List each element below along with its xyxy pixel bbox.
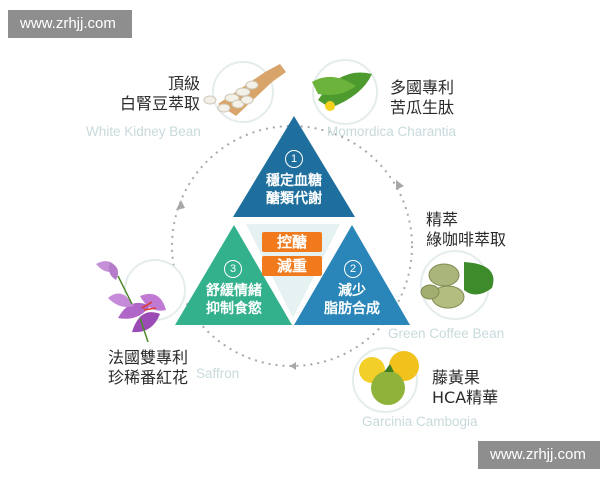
cycle-arrow-left-icon [176,200,185,210]
top-triangle-line1: 穩定血糖 [266,173,322,189]
left-triangle-line2: 抑制食慾 [206,301,262,317]
right-triangle-line2: 脂肪合成 [324,301,380,317]
center-tag-weight-loss: 減重 [262,256,322,276]
dotted-cycle-ring [171,125,413,367]
saffron-image [96,261,166,343]
white-kidney-bean-zh-line1: 頂級 [167,74,200,93]
white-kidney-bean-en-label: White Kidney Bean [86,124,201,139]
watermark-top: www.zrhjj.com [8,10,132,38]
right-step-number-badge: 2 [344,260,362,278]
garcinia-en-label: Garcinia Cambogia [362,414,478,429]
green-coffee-en-label: Green Coffee Bean [388,326,505,341]
momordica-zh-line2: 苦瓜生肽 [390,98,455,117]
top-triangle-line2: 醣類代謝 [266,191,322,207]
saffron-zh-label: 法國雙專利 珍稀番紅花 [100,348,188,388]
right-triangle-line1: 減少 [338,283,366,299]
green-coffee-zh-line1: 精萃 [426,210,459,229]
garcinia-zh-line1: 藤黃果 [432,368,481,387]
white-kidney-bean-zh-line2: 白腎豆萃取 [119,94,200,113]
watermark-bottom: www.zrhjj.com [478,441,600,469]
right-triangle-text: 減少 脂肪合成 [312,282,392,318]
cycle-arrow-right-icon [396,180,404,190]
momordica-zh-label: 多國專利 苦瓜生肽 [390,78,454,118]
cycle-arrow-bottom-icon [290,362,296,370]
garcinia-image [359,351,419,405]
left-triangle-text: 舒緩情緒 抑制食慾 [194,282,274,318]
left-triangle-line1: 舒緩情緒 [206,283,262,299]
momordica-en-label: Momordica Charantia [327,124,457,139]
momordica-image [312,72,372,111]
garcinia-zh-line2: HCA精華 [432,388,499,407]
garcinia-zh-label: 藤黃果 HCA精華 [432,368,498,408]
left-step-number-badge: 3 [224,260,242,278]
white-kidney-bean-zh-label: 頂級 白腎豆萃取 [112,74,200,114]
saffron-zh-line1: 法國雙專利 [107,348,188,367]
momordica-zh-line1: 多國專利 [390,78,455,97]
center-tag-carb-control: 控醣 [262,232,322,252]
top-triangle-text: 穩定血糖 醣類代謝 [254,172,334,208]
green-coffee-image [420,262,494,309]
green-coffee-zh-line2: 綠咖啡萃取 [426,230,507,249]
green-coffee-zh-label: 精萃 綠咖啡萃取 [426,210,506,250]
white-kidney-bean-image [203,64,286,116]
saffron-en-label: Saffron [196,366,240,381]
saffron-zh-line2: 珍稀番紅花 [107,368,188,387]
top-step-number-badge: 1 [285,150,303,168]
